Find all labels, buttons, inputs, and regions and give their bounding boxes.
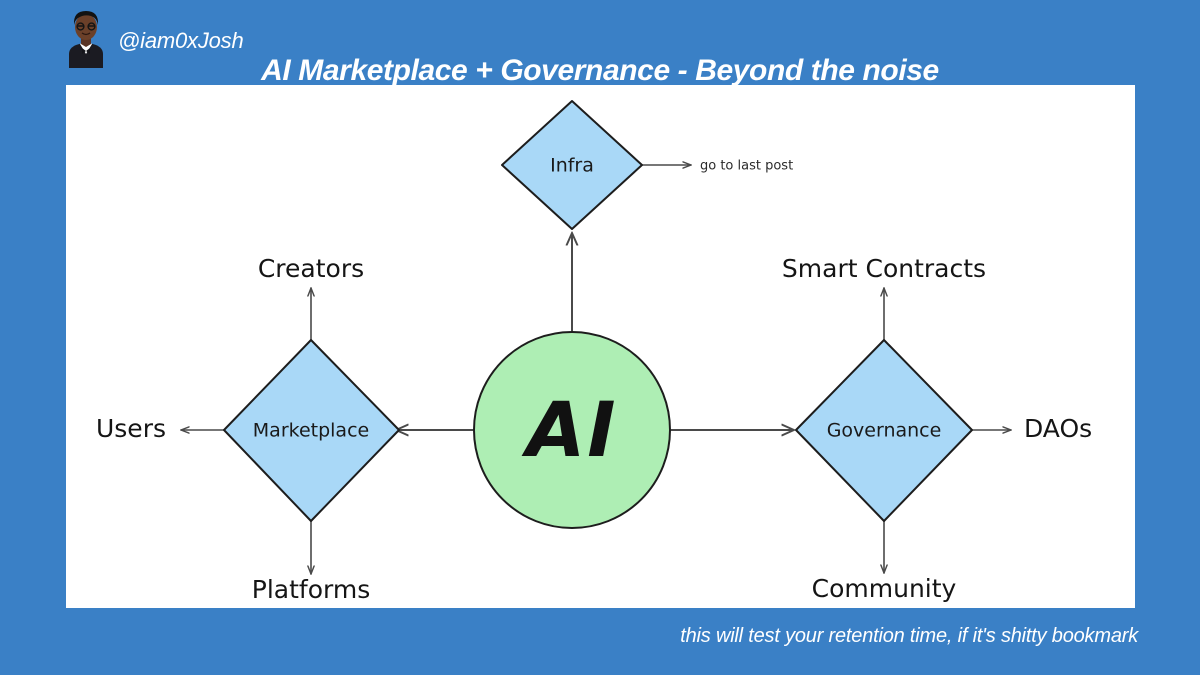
node-infra[interactable]: Infra — [501, 100, 643, 230]
user-handle: @iam0xJosh — [118, 28, 244, 53]
person-avatar-icon — [69, 11, 103, 68]
diagram-canvas: Infra go to last post Marketplace Govern… — [66, 85, 1135, 608]
ai-label: AI — [521, 385, 617, 474]
governance-diamond-shape — [795, 339, 973, 522]
leaf-label-users: Users — [96, 414, 166, 443]
node-governance[interactable]: Governance — [795, 339, 973, 522]
ai-circle-shape — [473, 331, 671, 529]
infra-diamond-shape — [501, 100, 643, 230]
node-marketplace[interactable]: Marketplace — [223, 339, 400, 522]
page-title: AI Marketplace + Governance - Beyond the… — [261, 54, 939, 87]
governance-label: Governance — [827, 420, 942, 442]
leaf-label-creators: Creators — [258, 254, 364, 283]
leaf-label-smart-contracts: Smart Contracts — [782, 254, 986, 283]
diagram-svg: Infra go to last post Marketplace Govern… — [96, 100, 1092, 604]
footer-caption: this will test your retention time, if i… — [680, 625, 1138, 647]
marketplace-label: Marketplace — [253, 420, 369, 442]
leaf-label-platforms: Platforms — [252, 575, 370, 604]
leaf-label-community: Community — [812, 574, 957, 603]
marketplace-diamond-shape — [223, 339, 400, 522]
infra-label: Infra — [550, 155, 594, 177]
node-ai-center[interactable]: AI — [473, 331, 671, 529]
go-to-last-post-label: go to last post — [700, 159, 793, 174]
avatar — [63, 6, 109, 68]
leaf-label-daos: DAOs — [1024, 414, 1092, 443]
header-bar: @iam0xJosh AI Marketplace + Governance -… — [0, 0, 1200, 87]
